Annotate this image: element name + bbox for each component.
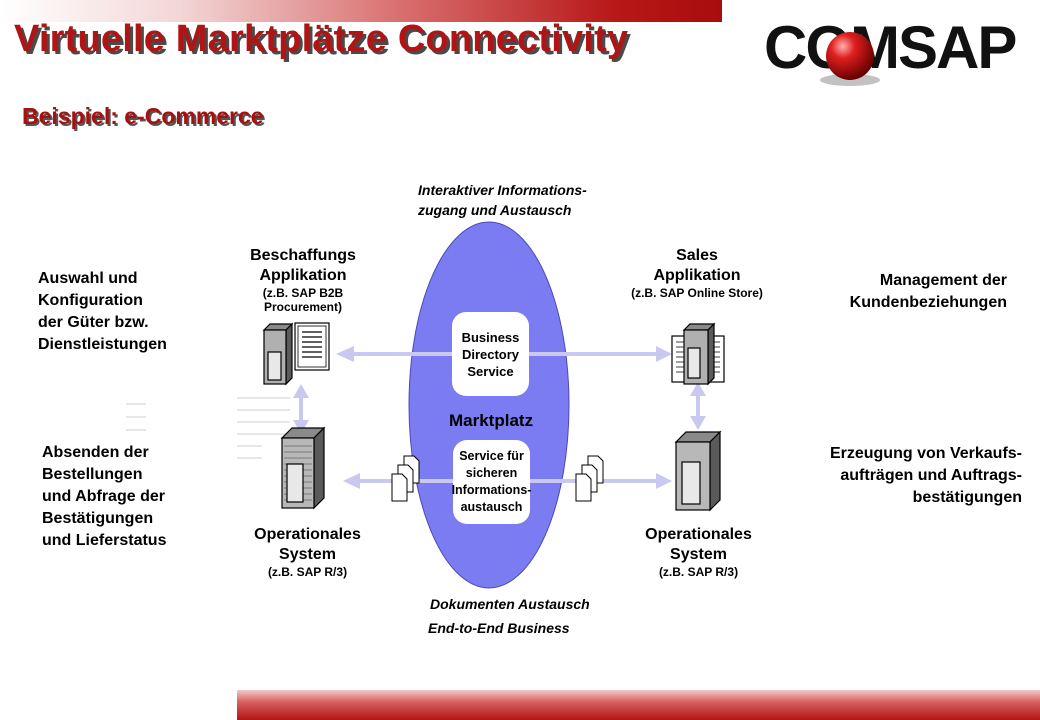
arrow-head-left-icon — [343, 473, 360, 489]
page-title: Virtuelle Marktplätze Connectivity — [14, 18, 629, 60]
caption-interactive-1: Interaktiver Informations- — [418, 182, 587, 198]
procurement-server-icon — [262, 322, 330, 386]
text-line: aufträgen und Auftrags- — [840, 467, 1022, 484]
text-line: der Güter bzw. — [38, 314, 149, 331]
text-line: Bestellungen — [42, 466, 143, 483]
sales-title: Sales — [676, 247, 718, 264]
text-line: Konfiguration — [38, 292, 143, 309]
sales-title: Applikation — [653, 267, 741, 284]
operational-sub: (z.B. SAP R/3) — [658, 565, 739, 579]
document-stack-right-icon — [575, 455, 604, 502]
arrow-head-up-icon — [293, 384, 309, 398]
arrow-head-down-icon — [293, 420, 309, 434]
box-line: Business — [461, 329, 520, 345]
text-line: und Lieferstatus — [42, 532, 167, 549]
sales-server-icon — [671, 322, 725, 386]
secure-exchange-box: Service für sicheren Informations- austa… — [451, 440, 532, 524]
logo-ball-icon — [826, 32, 874, 80]
bottom-gradient-bar — [237, 690, 1040, 720]
operational-title: System — [670, 546, 727, 563]
procurement-sub: (z.B. SAP B2B — [262, 286, 344, 300]
arrow-head-down-icon — [690, 416, 706, 430]
document-stack-left-icon — [391, 455, 420, 502]
text-line: und Abfrage der — [42, 488, 165, 505]
procurement-label: Beschaffungs Applikation (z.B. SAP B2B P… — [218, 246, 388, 314]
right-text-sales-orders: Erzeugung von Verkaufs- aufträgen und Au… — [780, 443, 1022, 509]
text-line: Dienstleistungen — [38, 336, 167, 353]
procurement-sub: Procurement) — [263, 300, 343, 314]
left-text-selection: Auswahl und Konfiguration der Güter bzw.… — [38, 268, 167, 356]
arrow-head-left-icon — [336, 346, 354, 362]
marketplace-label: Marktplatz — [449, 411, 534, 430]
faint-lines — [126, 397, 290, 459]
caption-interactive-2: zugang und Austausch — [418, 202, 572, 218]
arrow-head-right-icon — [656, 346, 672, 362]
box-line: Directory — [461, 346, 520, 362]
operational-right-label: Operationales System (z.B. SAP R/3) — [611, 525, 786, 579]
procurement-title: Applikation — [259, 267, 347, 284]
operational-title: Operationales — [254, 526, 361, 543]
text-line: Absenden der — [42, 444, 149, 461]
business-directory-box: Business Directory Service — [452, 312, 529, 396]
arrow-head-up-icon — [690, 382, 706, 396]
left-text-ordering: Absenden der Bestellungen und Abfrage de… — [42, 442, 166, 552]
text-line: Management der — [879, 272, 1007, 289]
comsap-logo: COMSAP — [764, 14, 1017, 86]
text-line: bestätigungen — [912, 489, 1022, 506]
sales-label: Sales Applikation (z.B. SAP Online Store… — [612, 246, 782, 300]
top-gradient-bar — [0, 0, 722, 22]
text-line: Kundenbeziehungen — [849, 294, 1007, 311]
operational-title: Operationales — [645, 526, 752, 543]
box-line: sicheren — [465, 466, 518, 480]
logo-text: COMSAP — [764, 14, 1015, 81]
arrow-line — [352, 352, 454, 356]
text-line: Auswahl und — [38, 270, 138, 287]
page-subtitle: Beispiel: e-Commerce — [22, 103, 264, 129]
operational-sub: (z.B. SAP R/3) — [267, 565, 348, 579]
operational-server-right-icon — [674, 430, 722, 512]
text-line: Bestätigungen — [42, 510, 154, 527]
box-line: austausch — [460, 500, 523, 514]
text-line: Erzeugung von Verkaufs- — [829, 445, 1022, 462]
box-line: Service für — [459, 449, 524, 463]
arrow-head-right-icon — [656, 473, 672, 489]
right-text-crm: Management der Kundenbeziehungen — [800, 270, 1007, 314]
sales-sub: (z.B. SAP Online Store) — [631, 286, 763, 300]
marketplace-ellipse — [408, 221, 570, 589]
procurement-title: Beschaffungs — [250, 247, 356, 264]
box-line: Service — [467, 363, 514, 379]
caption-document-exchange: Dokumenten Austausch — [430, 596, 590, 612]
caption-end-to-end: End-to-End Business — [428, 620, 570, 636]
operational-server-left-icon — [280, 426, 326, 510]
box-line: Informations- — [451, 483, 532, 497]
operational-left-label: Operationales System (z.B. SAP R/3) — [220, 525, 395, 579]
operational-title: System — [279, 546, 336, 563]
